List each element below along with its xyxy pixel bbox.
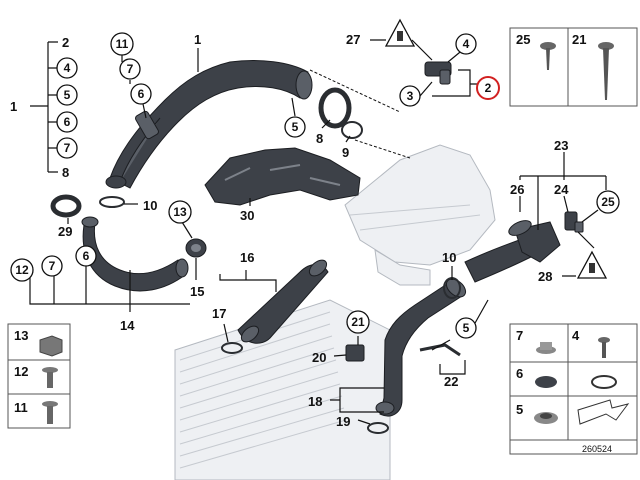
- arrow-icon: [577, 399, 630, 425]
- label-21-box: 21: [572, 32, 586, 47]
- label-10-left: 10: [143, 198, 157, 213]
- fastener-box-right: 7 4 6 5 260524: [509, 323, 638, 455]
- grommet-7-icon: [536, 342, 556, 354]
- label-12-left: 12: [15, 263, 29, 277]
- label-6-bottom: 6: [83, 249, 90, 263]
- grommet-6-icon: [535, 376, 557, 388]
- diagram-number: 260524: [582, 444, 612, 454]
- label-25-box: 25: [516, 32, 530, 47]
- label-6-box: 6: [516, 366, 523, 381]
- label-29: 29: [58, 224, 72, 239]
- labels-circled: 4 5 6 7 11 7 6 5 4 3 2 13 12 7 6 21 5 25: [10, 32, 620, 339]
- label-2: 2: [62, 35, 69, 50]
- part-18-hose: [375, 278, 467, 417]
- part-19-seal: [367, 422, 389, 434]
- part-1-intake-duct: [105, 60, 313, 189]
- label-14: 14: [120, 318, 135, 333]
- labels-plain: 2 1 8 1 8 9 27 10 30 29 15 14 16 17 20 1…: [10, 32, 569, 429]
- part-4-sensor: [424, 61, 452, 85]
- label-12-box: 12: [14, 364, 28, 379]
- screw-21-icon: [598, 42, 614, 100]
- fastener-box-top: 25 21: [509, 27, 638, 107]
- part-24-sensor: [564, 211, 584, 233]
- label-7-left: 7: [64, 141, 71, 155]
- label-24: 24: [554, 182, 569, 197]
- nut-13-icon: [39, 335, 63, 357]
- label-7-top: 7: [127, 62, 134, 76]
- leader-lines: [29, 39, 607, 425]
- label-4-top: 4: [463, 37, 470, 51]
- label-11-top: 11: [116, 37, 129, 51]
- warning-triangle-top: [384, 18, 416, 47]
- label-11-box: 11: [14, 400, 28, 415]
- part-22-bracket: [419, 343, 461, 357]
- label-15: 15: [190, 284, 204, 299]
- part-9-seal: [341, 121, 363, 139]
- label-30: 30: [240, 208, 254, 223]
- label-28: 28: [538, 269, 552, 284]
- label-10-right: 10: [442, 250, 456, 265]
- warning-triangle-right: [576, 250, 608, 279]
- air-filter-housing-ghost: [344, 144, 496, 286]
- screw-4-icon: [598, 337, 610, 358]
- label-3: 3: [407, 89, 414, 103]
- label-26: 26: [510, 182, 524, 197]
- label-8: 8: [316, 131, 323, 146]
- label-5-top: 5: [292, 120, 299, 134]
- label-22: 22: [444, 374, 458, 389]
- screw-25-icon: [540, 42, 556, 70]
- label-17: 17: [212, 306, 226, 321]
- label-1-top: 1: [194, 32, 201, 47]
- label-1-left: 1: [10, 99, 17, 114]
- label-19: 19: [336, 414, 350, 429]
- label-23: 23: [554, 138, 568, 153]
- label-9: 9: [342, 145, 349, 160]
- label-4-box: 4: [572, 328, 580, 343]
- part-20-clip: [345, 344, 365, 362]
- label-8-left: 8: [62, 165, 69, 180]
- label-16: 16: [240, 250, 254, 265]
- label-2-highlighted: 2: [485, 81, 492, 95]
- label-5-box: 5: [516, 402, 523, 417]
- part-17-seal: [221, 342, 243, 354]
- bolt-12-icon: [42, 367, 58, 388]
- part-8-clamp: [318, 87, 352, 129]
- bolt-11-icon: [42, 401, 58, 424]
- label-25-mid: 25: [601, 195, 615, 209]
- part-13-cap: [185, 238, 207, 258]
- grommet-5-icon: [534, 412, 558, 424]
- label-13-box: 13: [14, 328, 28, 343]
- label-5-right: 5: [463, 321, 470, 335]
- label-7-box: 7: [516, 328, 523, 343]
- label-13-mid: 13: [173, 205, 187, 219]
- part-16-hose: [237, 259, 329, 344]
- label-6-left: 6: [64, 115, 71, 129]
- label-6-top: 6: [138, 87, 145, 101]
- part-30-bracket: [204, 147, 361, 206]
- label-21-mid: 21: [351, 315, 365, 329]
- part-14-hose: [81, 216, 189, 292]
- label-20: 20: [312, 350, 326, 365]
- fastener-box-left: 13 12 11: [7, 323, 71, 429]
- label-5-left: 5: [64, 88, 71, 102]
- part-29-ring: [50, 194, 82, 218]
- part-10-clamp: [99, 196, 125, 208]
- part-26-hose: [464, 220, 561, 283]
- label-27: 27: [346, 32, 360, 47]
- o-ring-icon: [591, 375, 617, 389]
- label-4-left: 4: [64, 61, 71, 75]
- label-18: 18: [308, 394, 322, 409]
- label-7-bottom: 7: [49, 259, 56, 273]
